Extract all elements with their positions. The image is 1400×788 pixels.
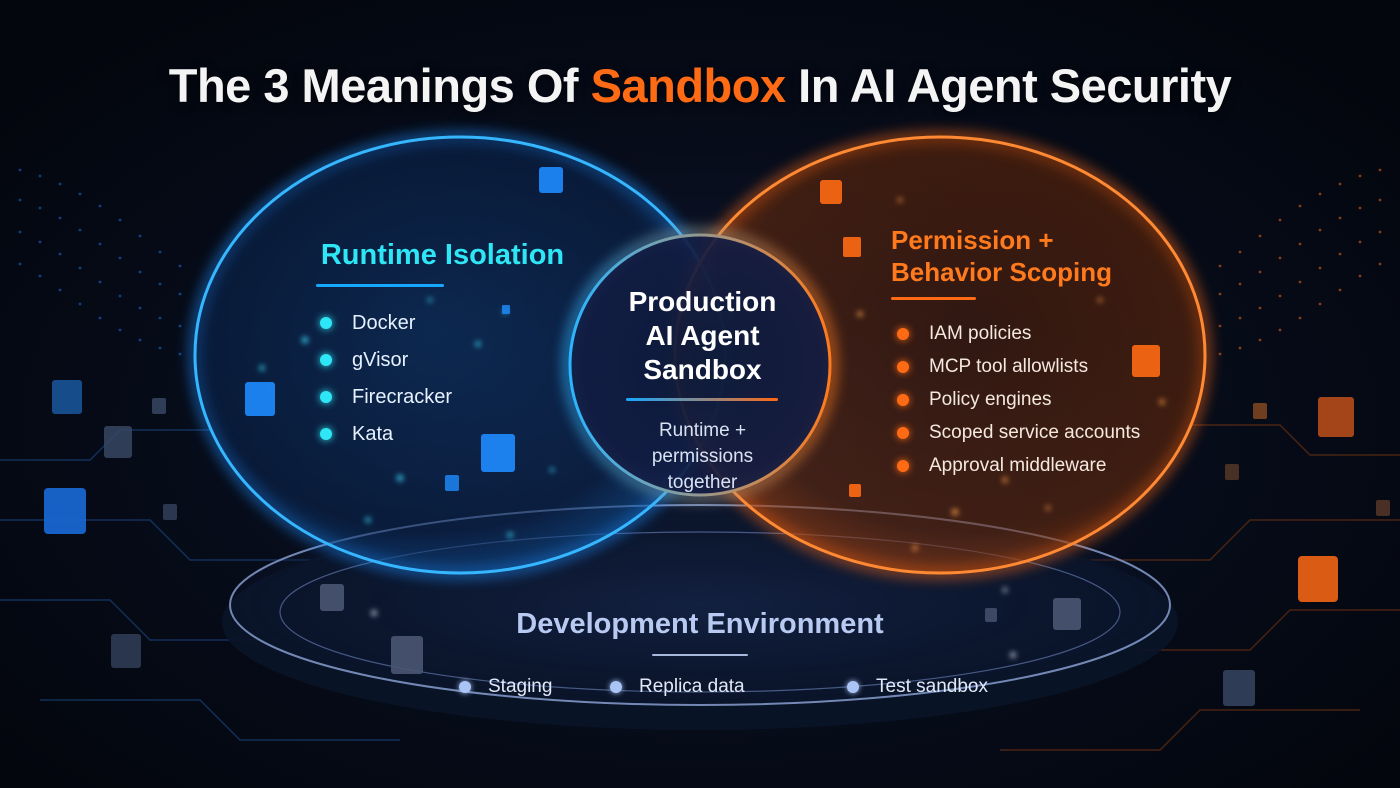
production-sandbox-circle: [562, 227, 838, 503]
list-item: gVisor: [316, 347, 452, 384]
list-item: Docker: [316, 310, 452, 347]
decorative-cubes: [44, 167, 1390, 706]
production-sandbox-sub-line3: together: [667, 472, 738, 493]
list-item: Kata: [316, 421, 452, 458]
title-accent-sandbox: Sandbox: [590, 59, 786, 112]
permission-scoping-list: IAM policies MCP tool allowlists Policy …: [893, 322, 1140, 487]
list-item: Approval middleware: [893, 454, 1140, 487]
runtime-isolation-divider: [316, 284, 444, 287]
list-item: MCP tool allowlists: [893, 355, 1140, 388]
permission-scoping-divider: [891, 297, 976, 300]
list-item: Firecracker: [316, 384, 452, 421]
title-before: The 3 Meanings Of: [168, 59, 591, 112]
permission-scoping-heading: Permission + Behavior Scoping: [891, 224, 1151, 288]
production-sandbox-title: Production AI Agent Sandbox: [600, 285, 805, 387]
title-after: In AI Agent Security: [785, 59, 1232, 112]
production-sandbox-divider: [626, 398, 778, 401]
permission-scoping-heading-line2: Behavior Scoping: [891, 257, 1113, 287]
production-sandbox-title-line3: Sandbox: [643, 354, 762, 385]
production-sandbox-title-line1: Production: [628, 286, 777, 317]
production-sandbox-sub-line1: Runtime +: [658, 420, 747, 441]
list-item: Test sandbox: [843, 674, 988, 700]
permission-scoping-heading-line1: Permission +: [891, 225, 1054, 255]
list-item: IAM policies: [893, 322, 1140, 355]
production-sandbox-subtitle: Runtime + permissions together: [620, 418, 785, 496]
list-item: Staging: [455, 674, 606, 700]
runtime-isolation-list: Docker gVisor Firecracker Kata: [316, 310, 452, 458]
list-item: Replica data: [606, 674, 843, 700]
development-environment-divider: [652, 654, 748, 656]
page-title: The 3 Meanings Of Sandbox In AI Agent Se…: [0, 58, 1400, 113]
list-item: Policy engines: [893, 388, 1140, 421]
list-item: Scoped service accounts: [893, 421, 1140, 454]
development-environment-heading: Development Environment: [516, 608, 884, 640]
production-sandbox-sub-line2: permissions: [651, 446, 754, 467]
development-environment-list: Staging Replica data Test sandbox: [455, 674, 988, 700]
runtime-isolation-heading: Runtime Isolation: [320, 239, 565, 271]
production-sandbox-title-line2: AI Agent: [645, 320, 760, 351]
